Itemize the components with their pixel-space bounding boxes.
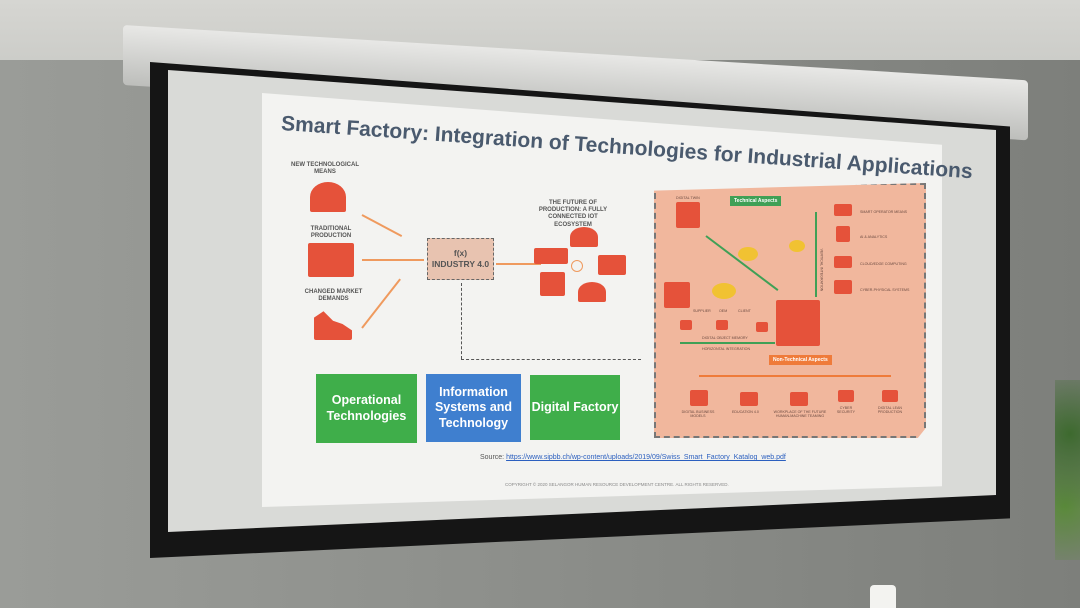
arrow-traditional	[362, 259, 424, 261]
digital-factory-box: Digital Factory	[530, 375, 620, 440]
device-icon	[716, 320, 728, 330]
sphere-icon	[578, 282, 606, 302]
device-icon	[680, 320, 692, 330]
tech-item: CLOUD/EDGE COMPUTING	[860, 262, 907, 266]
input-label-market: CHANGED MARKET DEMANDS	[304, 289, 363, 303]
tech-item: SMART OPERATOR MEANS	[860, 210, 908, 214]
workplace-icon	[790, 392, 808, 406]
copyright: COPYRIGHT © 2020 SELANGOR HUMAN RESOURCE…	[505, 482, 729, 487]
operator-icon	[834, 204, 852, 216]
horizontal-integration-label: HORIZONTAL INTEGRATION	[702, 347, 751, 351]
device-icon	[756, 322, 768, 332]
vertical-integration-line	[815, 212, 817, 297]
non-tech-item: DIGITAL BUSINESS MODELS	[681, 410, 715, 418]
horizontal-integration-arrow	[680, 342, 775, 344]
cloud-icon	[712, 283, 736, 299]
tech-item: CYBER-PHYSICAL SYSTEMS	[860, 288, 910, 292]
tank-icon	[540, 272, 565, 296]
object-memory-label: DIGITAL OBJECT MEMORY	[702, 336, 748, 340]
industry-4-box: f(x) INDUSTRY 4.0	[427, 238, 494, 280]
technical-aspects-tag: Technical Aspects	[730, 196, 782, 206]
plant	[1055, 380, 1080, 560]
source-link[interactable]: https://www.sipbb.ch/wp-content/uploads/…	[506, 454, 786, 461]
dashed-connector-h	[461, 359, 641, 360]
industry-fx: f(x)	[453, 248, 468, 258]
cloud-icon	[570, 227, 598, 247]
information-systems-box: Information Systems and Technology	[426, 374, 521, 442]
input-label-tech: NEW TECHNOLOGICAL MEANS	[291, 162, 359, 176]
non-tech-branch-line	[699, 375, 891, 377]
digital-twin-label: DIGITAL TWIN	[676, 196, 700, 200]
factory-icon	[664, 282, 690, 308]
supplier-label: SUPPLIER	[693, 309, 711, 313]
client-label: CLIENT	[738, 309, 751, 313]
operational-technologies-box: Operational Technologies	[316, 374, 417, 443]
non-tech-item: CYBER SECURITY	[836, 406, 856, 414]
education-icon	[740, 392, 758, 406]
non-tech-item: DIGITAL LEAN PRODUCTION	[877, 406, 903, 414]
robot-arm-icon	[310, 182, 346, 212]
security-icon	[838, 390, 854, 402]
cloud-icon	[738, 247, 758, 261]
business-model-icon	[690, 390, 708, 406]
industry-label: INDUSTRY 4.0	[431, 258, 490, 269]
hub-icon	[571, 260, 583, 272]
oem-label: OEM	[719, 309, 728, 313]
source-label: Source:	[480, 454, 505, 461]
machine-icon	[534, 248, 568, 264]
ai-icon	[836, 226, 850, 242]
tech-item: AI & ANALYTICS	[860, 235, 888, 239]
smart-factory-icon	[776, 300, 820, 346]
robot-icon	[598, 255, 626, 275]
network-icon	[834, 280, 852, 294]
source-line: Source: https://www.sipbb.ch/wp-content/…	[480, 454, 786, 461]
non-technical-aspects-tag: Non-Technical Aspects	[769, 355, 832, 365]
cloud-icon	[789, 240, 805, 252]
computer-icon	[834, 256, 852, 268]
paper-cup	[870, 585, 896, 608]
arrow-to-iot	[496, 263, 541, 265]
lean-icon	[882, 390, 898, 402]
factory-icon	[308, 243, 354, 277]
digital-twin-icon	[676, 202, 700, 228]
non-tech-item: WORKPLACE OF THE FUTURE HUMAN-MACHINE TE…	[773, 410, 827, 418]
iot-label: THE FUTURE OF PRODUCTION: A FULLY CONNEC…	[538, 200, 608, 228]
vertical-integration-label: VERTICAL INTEGRATION	[819, 248, 824, 292]
input-label-traditional: TRADITIONAL PRODUCTION	[310, 226, 352, 240]
non-tech-item: EDUCATION 4.0	[732, 410, 759, 414]
dashed-connector	[461, 283, 462, 359]
